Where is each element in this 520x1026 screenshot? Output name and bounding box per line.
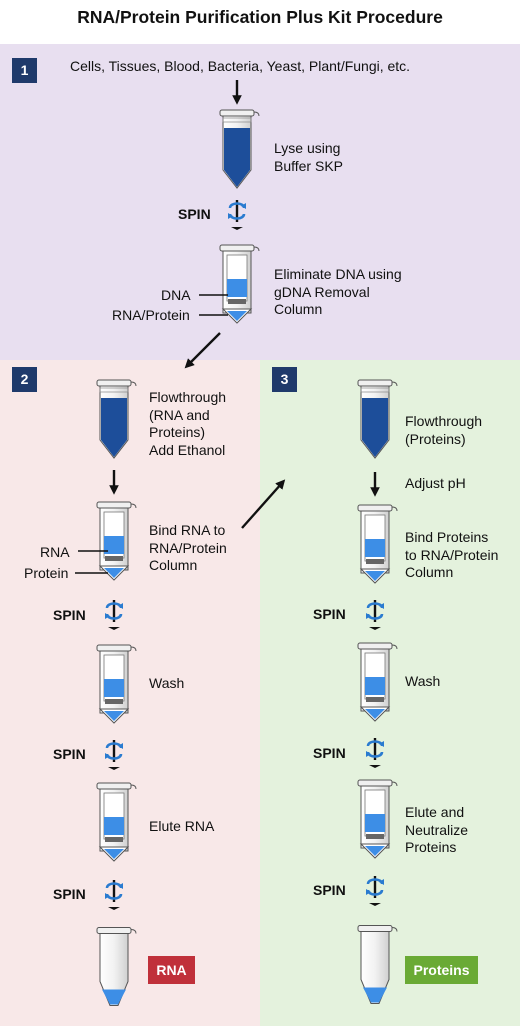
- flow-arrow: [184, 332, 221, 369]
- spin-label: SPIN: [53, 607, 86, 623]
- spin-icon: [103, 598, 125, 632]
- adjust-ph-text: Adjust pH: [405, 475, 466, 491]
- rna-wash-column: [96, 644, 137, 724]
- step1-panel: [0, 44, 520, 360]
- wash-rna-text: Wash: [149, 675, 185, 691]
- rna-final-tube: [96, 926, 137, 1007]
- elute-rna-text: Elute RNA: [149, 818, 215, 834]
- protein-binding-column: [357, 504, 398, 584]
- spin-label: SPIN: [313, 882, 346, 898]
- protein-wash-column: [357, 642, 398, 722]
- spin-icon: [103, 738, 125, 772]
- spin-icon: [364, 874, 386, 908]
- rna-flowthrough-tube: [96, 379, 137, 459]
- flow-arrow: [241, 479, 286, 529]
- rna-elution-column: [96, 782, 137, 862]
- rna-result-badge: RNA: [148, 956, 195, 984]
- bind-proteins-text: Bind Proteins to RNA/Protein Column: [405, 529, 499, 580]
- dna-label: DNA: [161, 287, 191, 303]
- bind-rna-text: Bind RNA to RNA/Protein Column: [149, 522, 227, 573]
- step-badge-2: 2: [12, 367, 37, 392]
- eliminate-dna-text: Eliminate DNA using gDNA Removal Column: [274, 266, 402, 317]
- spin-label: SPIN: [53, 886, 86, 902]
- step3-panel: [260, 360, 520, 1026]
- spin-icon: [364, 598, 386, 632]
- rna-flowthrough-text: Flowthrough (RNA and Proteins) Add Ethan…: [149, 389, 227, 458]
- protein-flowthrough-text: Flowthrough (Proteins): [405, 413, 483, 447]
- spin-label: SPIN: [313, 606, 346, 622]
- proteins-result-badge: Proteins: [405, 956, 478, 984]
- step-badge-3: 3: [272, 367, 297, 392]
- gdna-removal-column: [219, 244, 260, 324]
- page-title: RNA/Protein Purification Plus Kit Proced…: [77, 7, 443, 27]
- protein-flowthrough-tube: [357, 379, 398, 459]
- spin-icon: [364, 736, 386, 770]
- rna-label: RNA: [40, 544, 70, 560]
- lyse-step-text: Lyse using Buffer SKP: [274, 140, 344, 174]
- step-badge-1: 1: [12, 58, 37, 83]
- protein-label: Protein: [24, 565, 69, 581]
- spin-label: SPIN: [178, 206, 211, 222]
- protein-final-tube: [357, 924, 398, 1005]
- spin-label: SPIN: [313, 745, 346, 761]
- protein-elution-column: [357, 779, 398, 859]
- spin-icon: [226, 198, 248, 232]
- spin-icon: [103, 878, 125, 912]
- rna-protein-label: RNA/Protein: [112, 307, 190, 323]
- sample-sources: Cells, Tissues, Blood, Bacteria, Yeast, …: [70, 58, 411, 74]
- rna-binding-column: [96, 501, 137, 581]
- spin-label: SPIN: [53, 746, 86, 762]
- step2-panel: [0, 360, 260, 1026]
- wash-proteins-text: Wash: [405, 673, 441, 689]
- elute-proteins-text: Elute and Neutralize Proteins: [405, 804, 469, 855]
- lysate-tube: [219, 109, 260, 189]
